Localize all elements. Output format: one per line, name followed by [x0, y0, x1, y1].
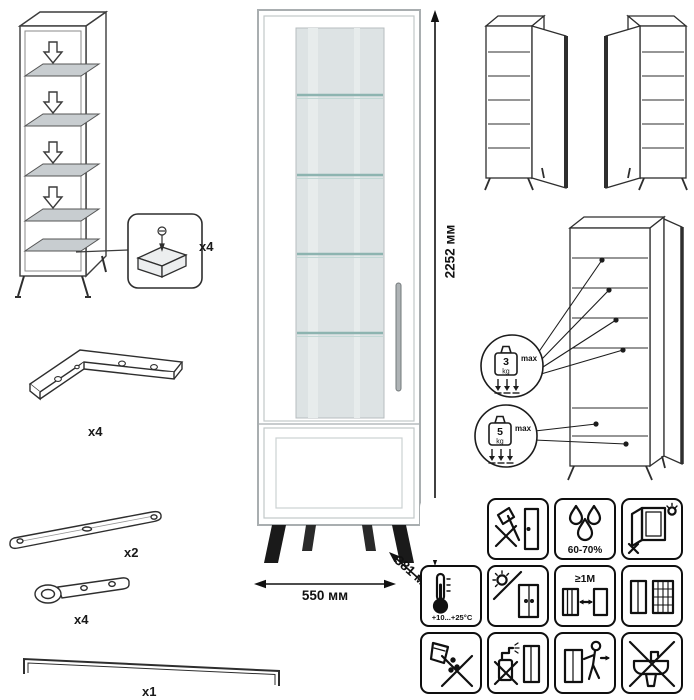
svg-text:+10...+25°C: +10...+25°C [432, 613, 473, 622]
no-liquids-icon [420, 632, 482, 694]
temperature-range-icon: +10...+25°C [420, 565, 482, 627]
callout-leader-line [75, 249, 129, 253]
weight-3kg-icon: 3 kg max [494, 345, 538, 394]
shelf-support-bracket [136, 246, 188, 279]
shelves [23, 63, 101, 252]
wireframe-legs [15, 255, 107, 298]
cabinet-door-right [484, 14, 568, 191]
shelf-dots [593, 257, 629, 447]
height-dimension-label: 2252 мм [442, 224, 458, 279]
rail-figure [9, 510, 162, 550]
shelf-installation-figure [15, 10, 203, 298]
no-direct-sunlight-icon [487, 565, 549, 627]
hinge-qty-label: x4 [74, 612, 89, 627]
leg-qty-label: x4 [88, 424, 103, 439]
svg-text:3: 3 [503, 356, 509, 368]
humidity-icon: 60-70% [554, 498, 616, 560]
front-legs [264, 525, 414, 563]
svg-text:kg: kg [496, 439, 504, 446]
wireframe-open-cabinet [567, 215, 684, 481]
svg-text:kg: kg [502, 369, 510, 376]
cabinet-door-left [604, 14, 688, 191]
leader-lines [533, 259, 627, 445]
leg-bracket-figure [28, 349, 184, 401]
main-cabinet-figure [257, 9, 421, 563]
no-open-window-icon [621, 498, 683, 560]
handle-qty-label: x1 [142, 684, 157, 699]
weight-5kg-icon: 5 kg max [488, 415, 532, 464]
hinge-figure [34, 577, 130, 604]
width-dimension-arrow [254, 579, 396, 589]
screw-icon [157, 226, 167, 252]
insert-down-arrows [42, 41, 64, 210]
no-solvents-icon [487, 632, 549, 694]
door-handle-bar [395, 282, 402, 392]
svg-text:5: 5 [497, 426, 503, 438]
load-limit-figure: 3 kg max 5 kg max [474, 215, 684, 481]
no-washbasin-icon [621, 632, 683, 694]
door-direction-figure [484, 14, 688, 191]
svg-text:≥1M: ≥1M [575, 573, 596, 585]
grid-wall-icon [621, 565, 683, 627]
svg-text:max: max [521, 354, 538, 363]
heater-distance-icon: ≥1M [554, 565, 616, 627]
svg-text:max: max [515, 424, 532, 433]
glass-shelves [297, 93, 383, 335]
shelf-support-qty-label: x4 [199, 239, 214, 254]
svg-text:60-70%: 60-70% [568, 545, 603, 556]
empty-cell [420, 498, 482, 560]
rear-legs [302, 525, 376, 551]
handle-figure [23, 657, 280, 686]
no-sharp-tools-icon [487, 498, 549, 560]
rail-qty-label: x2 [124, 545, 139, 560]
carry-upright-icon [554, 632, 616, 694]
width-dimension-label: 550 мм [301, 588, 349, 603]
care-icon-grid: 60-70% [420, 498, 683, 694]
